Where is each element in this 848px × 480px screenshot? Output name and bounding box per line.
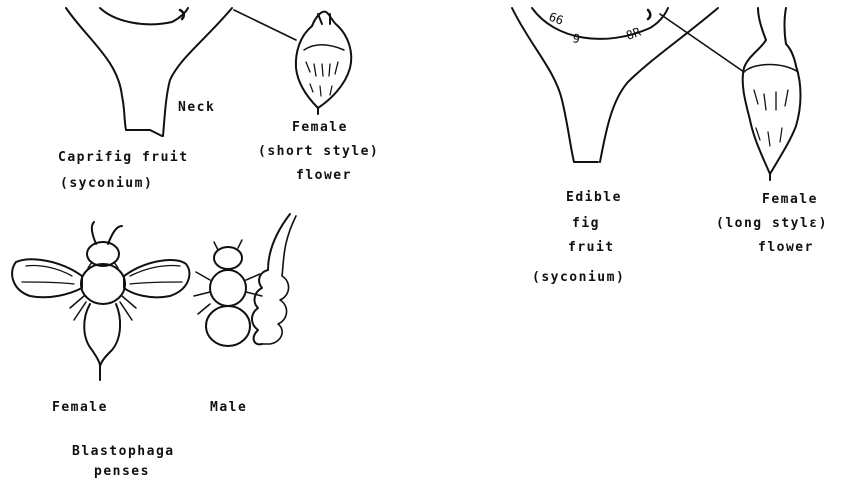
edible-fig-label-line1: Edible — [566, 190, 622, 205]
neck-label: Neck — [178, 100, 215, 115]
edible-fig-label-line4: (syconium) — [532, 270, 625, 285]
species-label-line1: Blastophaga — [72, 444, 175, 459]
wasp-male-label: Male — [210, 400, 247, 415]
short-style-flower-label-line3: flower — [296, 168, 352, 183]
short-style-flower-drawing — [296, 12, 351, 114]
long-style-flower-drawing — [743, 8, 801, 180]
long-style-flower-label-line2: (long stylε) — [716, 216, 828, 231]
wasp-female-label: Female — [52, 400, 108, 415]
svg-text:9: 9 — [571, 31, 581, 46]
short-style-flower-label-line1: Female — [292, 120, 348, 135]
svg-text:8R: 8R — [624, 24, 643, 42]
caprifig-label-line2: (syconium) — [60, 176, 153, 191]
wasp-female-drawing — [12, 222, 189, 380]
caprifig-fruit-drawing — [66, 8, 296, 136]
short-style-flower-label-line2: (short style) — [258, 144, 379, 159]
caprifig-label-line1: Caprifig fruit — [58, 150, 189, 165]
long-style-flower-label-line1: Female — [762, 192, 818, 207]
species-label-line2: penses — [94, 464, 150, 479]
edible-fig-label-line3: fruit — [568, 240, 615, 255]
long-style-flower-label-line3: flower — [758, 240, 814, 255]
edible-fig-label-line2: fig — [572, 216, 600, 231]
wasp-male-drawing — [194, 214, 296, 346]
edible-fig-drawing: 66 9 8R — [512, 8, 744, 162]
